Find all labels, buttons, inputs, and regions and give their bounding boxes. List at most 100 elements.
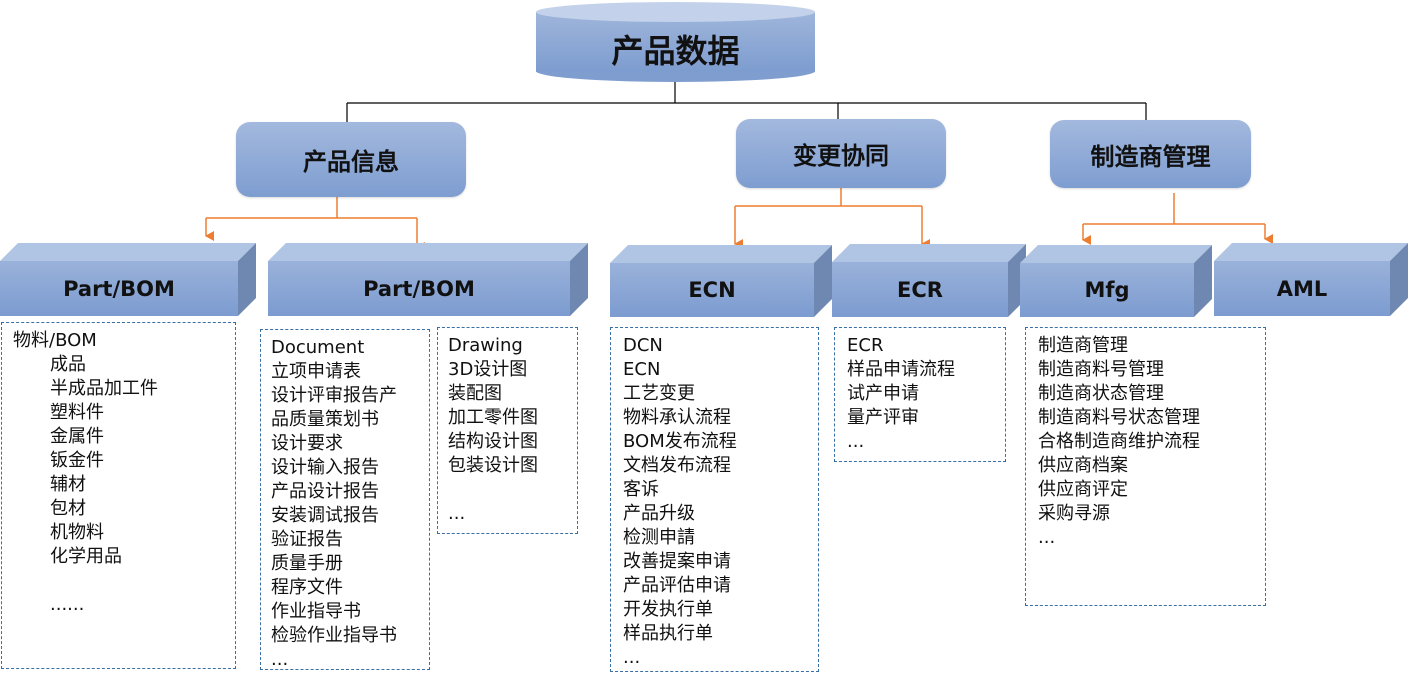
list-item: 制造商状态管理 [1038,383,1164,404]
list-heading: 物料/BOM [13,330,97,351]
module-label: ECN [610,263,814,317]
list-item: 结构设计图 [448,431,538,452]
module-ecr: ECR [832,244,1026,317]
list-item: ...... [50,594,85,615]
box-shape [268,243,588,316]
list-item: 物料承认流程 [623,407,731,428]
list-document: Document 立项申请表设计评审报告产品质量策划书设计要求设计输入报告产品设计… [260,329,430,670]
module-aml: AML [1214,243,1408,316]
list-item: 作业指导书 [271,601,361,622]
list-item: 改善提案申请 [623,551,731,572]
list-items: 成品半成品加工件塑料件金属件钣金件辅材包材机物料化学用品 ...... [13,353,225,617]
category-manufacturer-management: 制造商管理 [1050,120,1251,188]
list-item: 供应商评定 [1038,479,1128,500]
list-ecn: DCN ECN 工艺变更物料承认流程 BOM发布流程文档发布流程客诉产品升级检测申請改… [610,327,819,672]
list-drawing: Drawing 3D设计图装配图加工零件图结构设计图包装设计图 ... [437,327,578,534]
root-node-product-data: 产品数据 [536,2,815,82]
box-shape [1020,245,1212,317]
list-item: ... [623,647,641,668]
list-bom: 物料/BOM 成品半成品加工件塑料件金属件钣金件辅材包材机物料化学用品 ....… [1,322,236,669]
module-label: Part/BOM [0,261,238,316]
list-items: Drawing 3D设计图装配图加工零件图结构设计图包装设计图 ... [448,334,567,526]
list-item: 3D设计图 [448,359,528,380]
list-item: ... [847,431,865,452]
list-item: 文档发布流程 [623,455,731,476]
list-mfg: 制造商管理制造商料号管理制造商状态管理制造商料号状态管理合格制造商维护流程供应商… [1025,327,1266,606]
list-item: 试产申请 [847,383,919,404]
list-item: Document [271,337,365,358]
list-item: ECR [847,335,884,356]
list-item: ... [271,649,289,670]
list-item: 质量手册 [271,553,343,574]
list-item [50,569,225,593]
list-item [448,478,567,502]
list-item: ... [448,503,466,524]
module-label: Part/BOM [268,261,570,316]
list-item: 样品申请流程 [847,359,955,380]
module-label: Mfg [1020,263,1194,317]
list-item: 钣金件 [50,450,104,471]
list-item: 机物料 [50,522,104,543]
module-label: AML [1214,261,1390,316]
category-product-info: 产品信息 [236,122,466,197]
list-item: 合格制造商维护流程 [1038,431,1200,452]
list-item: 样品执行单 [623,623,713,644]
list-ecr: ECR 样品申请流程试产申请量产评审... [834,327,1006,462]
box-shape [0,243,256,316]
product-info-connector [205,197,425,252]
list-item: 程序文件 [271,577,343,598]
list-item: 制造商料号管理 [1038,359,1164,380]
list-item: BOM发布流程 [623,431,737,452]
list-item: 塑料件 [50,402,104,423]
list-items: Document 立项申请表设计评审报告产品质量策划书设计要求设计输入报告产品设计… [271,336,419,672]
category-change-collaboration: 变更协同 [736,119,946,188]
list-item: 供应商档案 [1038,455,1128,476]
list-items: 制造商管理制造商料号管理制造商状态管理制造商料号状态管理合格制造商维护流程供应商… [1038,334,1255,550]
manufacturer-connector [1082,193,1273,245]
module-part-bom-1: Part/BOM [0,243,256,316]
list-item: 装配图 [448,383,502,404]
box-shape [1214,243,1408,316]
list-item: ... [1038,527,1056,548]
module-part-bom-2: Part/BOM [268,243,588,316]
list-item: 开发执行单 [623,599,713,620]
list-items: DCN ECN 工艺变更物料承认流程 BOM发布流程文档发布流程客诉产品升级检测申請改… [623,334,808,670]
list-item: 客诉 [623,479,659,500]
root-label: 产品数据 [611,32,740,70]
list-item: 设计输入报告 [271,457,379,478]
list-item: 化学用品 [50,546,122,567]
box-shape [610,245,832,317]
list-item: 包装设计图 [448,455,538,476]
list-item: 辅材 [50,474,86,495]
list-item: 设计评审报告产 [271,385,397,406]
module-ecn: ECN [610,245,832,317]
list-item: DCN [623,335,663,356]
list-item: 产品评估申请 [623,575,731,596]
list-items: ECR 样品申请流程试产申请量产评审... [847,334,995,454]
list-item: 验证报告 [271,529,343,550]
module-label: ECR [832,262,1008,317]
list-item: 检测申請 [623,527,695,548]
root-connector [346,82,1147,122]
list-item: 金属件 [50,426,104,447]
list-item: 工艺变更 [623,383,695,404]
list-item: 制造商料号状态管理 [1038,407,1200,428]
list-item: 产品设计报告 [271,481,379,502]
list-item: 立项申请表 [271,361,361,382]
list-item: 设计要求 [271,433,343,454]
list-item: 检验作业指导书 [271,625,397,646]
list-item: 成品 [50,354,86,375]
list-item: Drawing [448,335,523,356]
change-connector [734,188,930,249]
list-item: 品质量策划书 [271,409,379,430]
list-item: ECN [623,359,661,380]
list-item: 采购寻源 [1038,503,1110,524]
list-item: 包材 [50,498,86,519]
list-item: 量产评审 [847,407,919,428]
list-item: 制造商管理 [1038,335,1128,356]
list-item: 加工零件图 [448,407,538,428]
list-item: 安装调试报告 [271,505,379,526]
list-item: 半成品加工件 [50,378,158,399]
module-mfg: Mfg [1020,245,1212,317]
list-item: 产品升级 [623,503,695,524]
